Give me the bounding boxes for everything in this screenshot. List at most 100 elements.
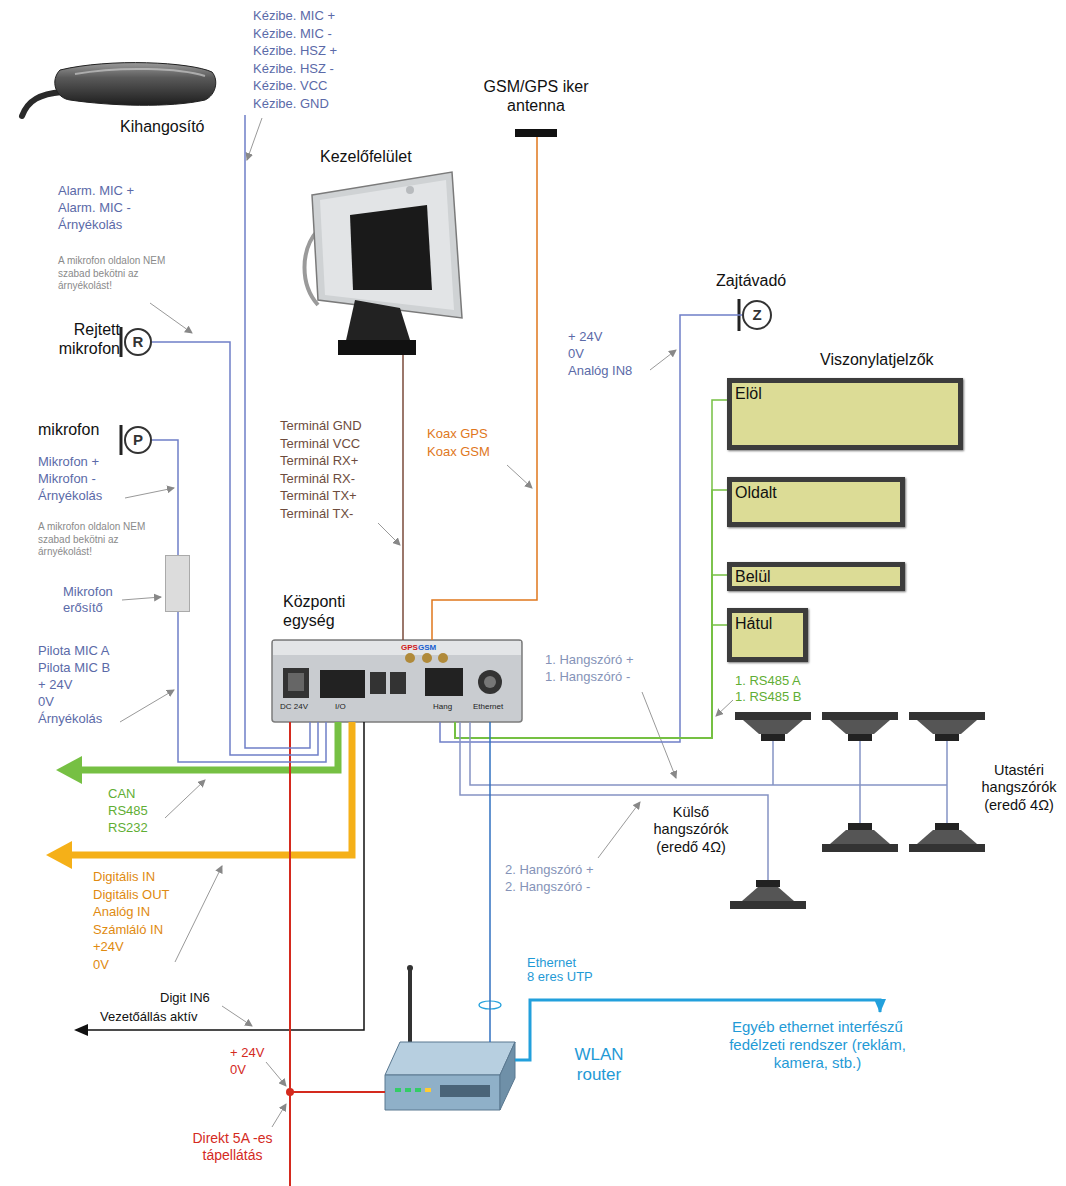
signal-name: 1. Hangszóró - — [545, 669, 630, 685]
signal-name: Terminál GND — [280, 418, 362, 434]
signal-name: Kézibe. HSZ + — [253, 43, 337, 59]
port-label: I/O — [335, 702, 346, 712]
control-panel-illustration — [305, 172, 463, 355]
signal-name: Terminál VCC — [280, 436, 360, 452]
signal-name: 0V — [568, 346, 584, 362]
port-label: DC 24V — [280, 702, 308, 712]
signal-name: +24V — [93, 939, 124, 955]
microphone-symbol: Pmikrofon — [124, 426, 152, 454]
signal-name: Árnyékolás — [38, 711, 102, 727]
signal-name: Kézibe. MIC + — [253, 8, 335, 24]
component-label: Egyéb ethernet interfészű fedélzeti rend… — [710, 1018, 925, 1072]
component-label: Rejtett mikrofon — [32, 320, 120, 358]
signal-name: 1. RS485 A — [735, 673, 801, 689]
warning-note: A mikrofon oldalon NEM szabad bekötni az… — [38, 521, 146, 559]
signal-name: + 24V — [38, 677, 72, 693]
amplifier-box: Mikrofon erősítő — [165, 555, 190, 612]
handset-illustration — [22, 63, 216, 116]
control-panel: Kezelőfelület — [300, 165, 465, 355]
component-label: Külső hangszórók (eredő 4Ω) — [648, 804, 734, 856]
wire-connector — [432, 137, 537, 640]
wire-connector — [489, 722, 491, 1042]
signal-name: Kézibe. MIC - — [253, 26, 332, 42]
signal-name: Koax GPS — [427, 426, 488, 442]
component-label: Kezelőfelület — [320, 147, 412, 166]
speaker-group: Utastéri hangszórók (eredő 4Ω) — [735, 705, 995, 855]
signal-name: 0V — [38, 694, 54, 710]
noise-sensor-symbol: ZZajtávadó — [742, 300, 772, 330]
component-label: Oldalt — [735, 483, 777, 502]
signal-name: Kézibe. VCC — [253, 78, 327, 94]
signal-name: Digit IN6 — [160, 990, 210, 1006]
signal-name: Terminál TX+ — [280, 488, 357, 504]
signal-name: Vezetőállás aktív — [100, 1009, 198, 1025]
signal-name: Mikrofon + — [38, 454, 99, 470]
wire-connector — [455, 625, 727, 738]
display-panel: Oldalt — [727, 477, 905, 527]
wire-connector — [455, 400, 727, 738]
handset-device: Kihangosító — [20, 55, 250, 115]
wire-connector — [455, 490, 727, 738]
signal-name: 1. Hangszóró + — [545, 652, 634, 668]
component-label: Kihangosító — [120, 117, 205, 136]
signal-name: Terminál RX- — [280, 471, 355, 487]
signal-name: Analóg IN — [93, 904, 150, 920]
signal-name: Digitális IN — [93, 869, 155, 885]
display-panel: Elöl — [727, 378, 963, 450]
antenna: GSM/GPS iker antenna — [515, 129, 557, 137]
microphone-bars — [121, 299, 739, 455]
central-unit-illustration — [272, 640, 522, 722]
signal-name: 2. Hangszóró + — [505, 862, 594, 878]
bus-arrows — [46, 722, 385, 1186]
wire-connector — [455, 575, 727, 738]
wire-connector — [152, 342, 318, 755]
wire-connector — [460, 722, 768, 880]
bus-name: CAN — [108, 786, 135, 802]
component-label: Utastéri hangszórók (eredő 4Ω) — [976, 762, 1062, 814]
signal-name: Terminál TX- — [280, 506, 353, 522]
component-label: Központi egység — [283, 592, 373, 630]
signal-name: Mikrofon - — [38, 471, 96, 487]
port-label: Ethernet — [473, 702, 503, 712]
signal-name: Árnyékolás — [58, 217, 122, 233]
signal-name: 0V — [93, 957, 109, 973]
component-label: Hátul — [735, 614, 772, 633]
signal-name: Alarm. MIC + — [58, 183, 134, 199]
signal-name: Pilota MIC A — [38, 643, 110, 659]
signal-name: + 24V — [568, 329, 602, 345]
cable-name: 8 eres UTP — [527, 969, 593, 985]
wire-connector — [178, 612, 326, 762]
antenna-bar — [515, 129, 557, 137]
wire-connector — [470, 722, 735, 785]
signal-name: Digitális OUT — [93, 887, 170, 903]
component-label: Zajtávadó — [716, 271, 786, 290]
onboard-system: Egyéb ethernet interfészű fedélzeti rend… — [695, 1012, 940, 1082]
component-label: WLAN router — [563, 1045, 635, 1086]
signal-name: 0V — [230, 1062, 246, 1078]
component-label: Elöl — [735, 384, 762, 403]
wlan-router: WLAN router — [385, 1042, 515, 1112]
leader-lines — [120, 118, 733, 1127]
display-panel: Belül — [727, 562, 905, 591]
signal-name: 2. Hangszóró - — [505, 879, 590, 895]
wire-connector — [440, 315, 742, 742]
signal-name: Árnyékolás — [38, 488, 102, 504]
signal-name: Számláló IN — [93, 922, 163, 938]
signal-name: Kézibe. HSZ - — [253, 61, 334, 77]
group-title: Viszonylatjelzők — [820, 350, 934, 369]
signal-name: + 24V — [230, 1045, 264, 1061]
signal-name: Alarm. MIC - — [58, 200, 131, 216]
signal-name: Kézibe. GND — [253, 96, 329, 112]
component-label: mikrofon — [38, 420, 99, 439]
bus-name: RS232 — [108, 820, 148, 836]
bus-name: RS485 — [108, 803, 148, 819]
component-label: Mikrofon erősítő — [63, 584, 127, 615]
speaker-group: Külső hangszórók (eredő 4Ω) — [730, 880, 806, 910]
signal-name: Analóg IN8 — [568, 363, 632, 379]
cable-name: Ethernet — [527, 955, 576, 971]
port-label: Hang — [433, 702, 452, 712]
wire-connector — [402, 355, 404, 640]
